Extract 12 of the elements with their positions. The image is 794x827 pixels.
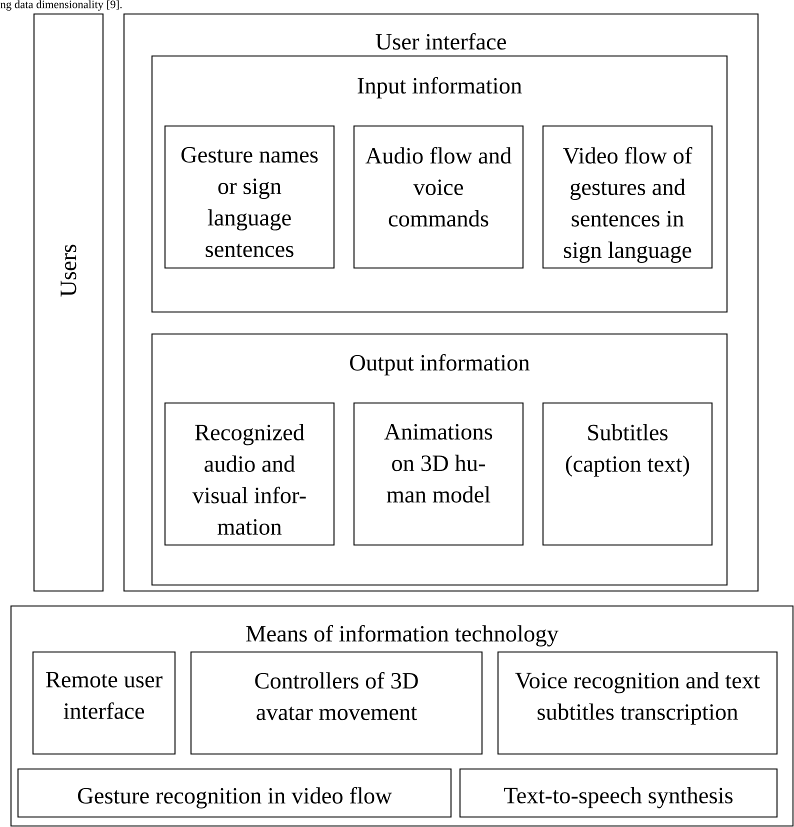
process-box: Animations on 3D hu- man model (353, 402, 524, 546)
process-box: Gesture names or sign language sentences (164, 125, 335, 269)
process-box: Audio flow and voice commands (353, 125, 524, 269)
process-box: Remote user interface (32, 651, 176, 755)
process-box: Text-to-speech synthesis (459, 768, 778, 818)
process-box: Gesture recognition in video flow (17, 768, 452, 818)
process-box: Controllers of 3D avatar movement (190, 651, 483, 755)
process-box: Recognized audio and visual infor- mation (164, 402, 335, 546)
group-box: Users (33, 13, 104, 592)
process-box: Voice recognition and text subtitles transcription (497, 651, 778, 755)
process-box: Video flow of gestures and sentences in sign language (542, 125, 713, 269)
process-box: Subtitles (caption text) (542, 402, 713, 546)
